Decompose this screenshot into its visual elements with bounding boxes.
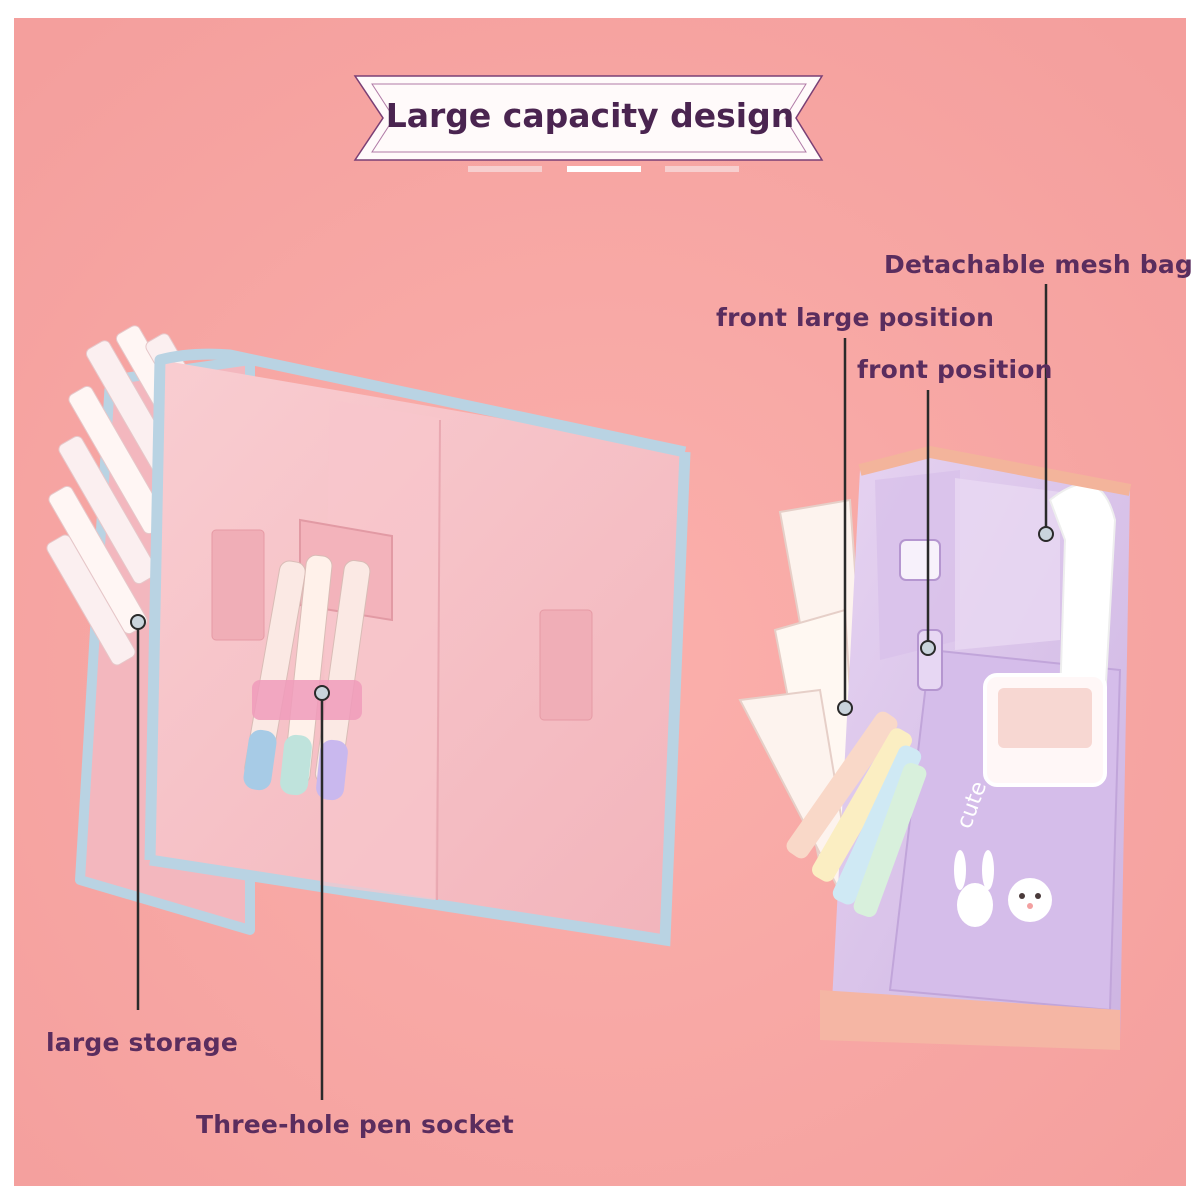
zipper-pull-1 [899,539,941,581]
label-large-storage: large storage [46,1028,238,1057]
label-pen-socket: Three-hole pen socket [196,1110,514,1139]
left-case-fold [320,400,440,900]
bunny-illustration [954,850,1052,927]
label-detachable-mesh-bag: Detachable mesh bag [884,250,1193,279]
card-illustration [998,688,1092,748]
title-banner [353,75,824,172]
callout-lines [130,284,1054,1100]
zipper-pull-2 [917,629,943,691]
right-case-top-trim [858,445,1132,496]
mesh-bag [955,478,1060,650]
right-pencil-case: cute [738,445,1132,1050]
left-pencil-case [46,325,691,947]
velcro-left [211,529,265,641]
label-front-position: front position [857,355,1053,384]
banner-dash-middle [567,166,641,172]
banner-dash-left [468,166,542,172]
label-front-large-position: front large position [716,303,995,332]
socket-pens [243,554,371,801]
banner-title: Large capacity design [385,96,795,135]
highlighters [786,711,927,918]
pen-socket-strap [252,680,362,720]
right-case-bottom-trim [820,990,1120,1050]
velcro-right [539,609,593,721]
left-case-zipper-trim [144,348,687,861]
banner-dash-right [665,166,739,172]
